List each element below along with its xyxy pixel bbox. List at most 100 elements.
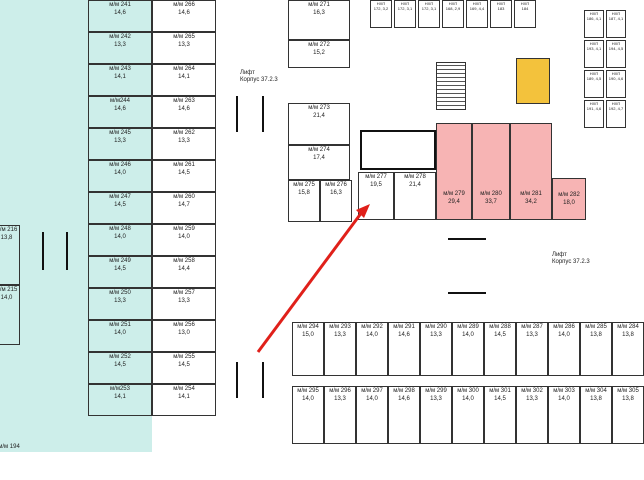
lift-label-bottom: Лифт Корпус 37.2.3 [552,252,590,265]
spot-label: м/м 256 [173,322,195,328]
spot-277[interactable]: м/м 277 19,5 [358,172,394,220]
spot-area: 14,6 [178,106,190,112]
spot-278[interactable]: м/м 278 21,4 [394,172,436,220]
spot-272[interactable]: м/м 272 15,2 [288,40,350,68]
spot-label: м/м 252 [109,354,131,360]
storage-area: 194, 4,5 [608,46,624,51]
spot-282[interactable]: м/м 282 18,0 [552,178,586,220]
storage-label: НХП [520,1,530,6]
staircase [436,62,466,110]
spot-273[interactable]: м/м 273 21,4 [288,103,350,145]
spot-label: м/м253 [110,386,130,392]
spot-271[interactable]: м/м 271 16,3 [288,0,350,40]
spot-area: 14,0 [558,396,570,402]
spot-label: м/м 295 [297,388,319,394]
spot-274[interactable]: м/м 274 17,4 [288,145,350,180]
spot-215[interactable]: м/м 215 14,0 [0,285,20,345]
spot-216[interactable]: м/м 216 13,8 [0,225,20,285]
storage-area: 191, 4,6 [586,106,602,111]
spot-281[interactable]: м/м 281 34,2 [510,123,552,220]
spot-label: м/м 260 [173,194,195,200]
spot-279[interactable]: м/м 279 29,4 [436,123,472,220]
spot-194[interactable]: м/м 194 [0,444,20,450]
spot-area: 13,3 [114,42,126,48]
spot-label: м/м 246 [109,162,131,168]
left-arrow-icon [448,238,486,240]
spot-area: 14,6 [178,10,190,16]
spot-label: м/м 248 [109,226,131,232]
spot-280[interactable]: м/м 280 33,7 [472,123,510,220]
spot-area: 14,0 [366,396,378,402]
storage-label: НХП [400,1,410,6]
spot-area: 14,0 [366,332,378,338]
storage-label: НХП [448,1,458,6]
spot-275[interactable]: м/м 275 15,8 [288,180,320,222]
spot-276[interactable]: м/м 276 16,3 [320,180,352,222]
storage-area: 172, 3,1 [421,6,437,11]
